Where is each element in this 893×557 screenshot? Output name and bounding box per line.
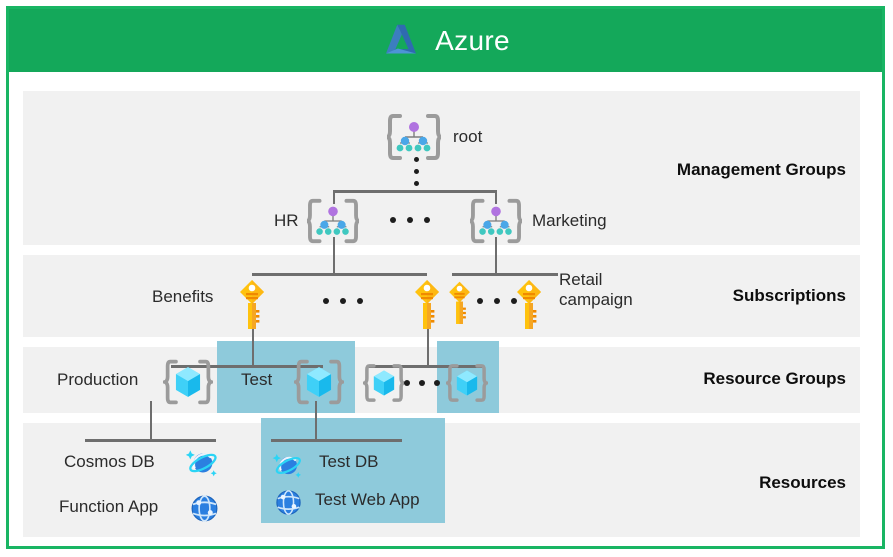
resource-group-icon[interactable] [294,357,344,407]
tier-row-subscriptions: Subscriptions [23,255,860,337]
management-group-icon [387,114,441,160]
cosmos-db-icon[interactable] [271,449,304,482]
node-production-label[interactable]: Production [57,370,138,390]
header-title: Azure [435,24,510,56]
connector-test-to-resources [315,401,317,440]
connector-resources-bar-left [85,439,216,442]
ellipsis-management-groups [390,217,430,223]
node-label-test-db: Test DB [319,452,379,471]
function-app-icon[interactable] [188,492,221,525]
connector-benefits-to-rg [252,322,254,365]
tier-label-resources: Resources [759,473,846,492]
vertical-ellipsis-dot [414,169,419,174]
connector-hr-to-subs [333,237,335,273]
node-label-benefits: Benefits [152,287,214,306]
key-icon[interactable] [514,278,544,336]
connector-marketing-to-subs [495,237,497,273]
function-app-icon[interactable] [273,487,304,518]
connector-marketing-drop [495,190,497,204]
key-icon[interactable] [237,278,267,336]
connector-mg-bar [333,190,497,193]
tier-label-subscriptions: Subscriptions [732,286,846,305]
connector-hr-drop [333,190,335,204]
tier-label-resource-groups: Resource Groups [703,369,846,388]
node-label-root: root [453,127,483,147]
header-bar: Azure [9,9,882,72]
connector-subs-bar-left [252,273,427,276]
ellipsis-subscriptions-left [323,298,363,304]
key-icon[interactable] [412,278,442,336]
connector-resources-bar-right [271,439,402,442]
azure-logo-icon [386,24,417,53]
tier-label-management-groups: Management Groups [676,160,846,179]
node-label-production: Production [57,370,139,389]
node-marketing[interactable]: Marketing [470,197,607,245]
node-function-app-label[interactable]: Function App [59,497,158,517]
management-group-icon [470,198,522,244]
resource-group-icon[interactable] [446,362,488,404]
vertical-ellipsis-dot [414,181,419,186]
ellipsis-resource-groups [404,380,440,386]
resource-group-icon[interactable] [363,362,405,404]
node-test-db-label[interactable]: Test DB [319,452,379,472]
management-group-icon [306,198,359,244]
node-hr[interactable]: HR [274,197,359,245]
node-retail-campaign[interactable]: Retail campaign [559,270,645,309]
node-label-marketing: Marketing [532,211,607,231]
node-test-label[interactable]: Test [241,370,272,390]
node-label-cosmos-db: Cosmos DB [64,452,155,471]
node-label-function-app: Function App [59,497,159,516]
key-icon[interactable] [446,280,473,330]
ellipsis-subscriptions-right [477,298,517,304]
connector-sub3-to-rg [427,322,429,365]
node-cosmos-db-label[interactable]: Cosmos DB [64,452,155,472]
node-label-hr: HR [274,211,299,231]
connector-rg-bar-left [171,365,323,368]
tier-row-management-groups: Management Groups [23,91,860,245]
node-label-retail-campaign: Retail campaign [559,270,633,309]
node-benefits[interactable]: Benefits [152,287,213,307]
node-test-web-app-label[interactable]: Test Web App [315,490,420,510]
node-root[interactable]: root [387,112,482,162]
connector-rg-bar-right [367,365,484,368]
node-label-test-web-app: Test Web App [315,490,420,509]
vertical-ellipsis-dot [414,157,419,162]
resource-group-icon[interactable] [163,357,213,407]
connector-subs-bar-right [452,273,558,276]
node-label-test: Test [241,370,273,389]
connector-production-to-resources [150,401,152,440]
cosmos-db-icon[interactable] [184,445,220,481]
diagram-card: Azure Management Groups Subscriptions Re… [6,6,885,549]
